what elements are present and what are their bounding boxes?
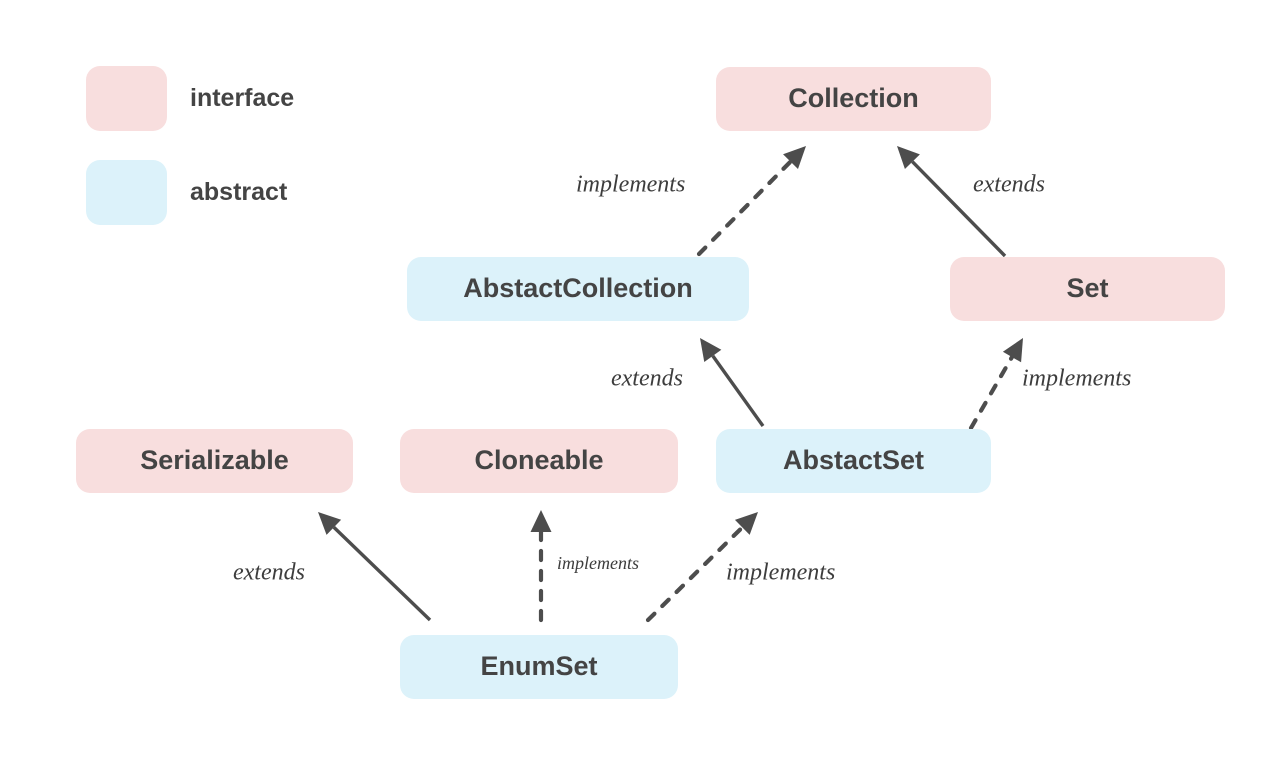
edge-implements-enumset-to-abstactset: implements <box>645 512 835 623</box>
node-box[interactable] <box>76 429 353 493</box>
edge-line <box>332 526 432 622</box>
node-cloneable[interactable]: Cloneable <box>400 429 678 493</box>
legend-swatch-abstract <box>86 160 167 225</box>
edge-implements-abstactset-to-set: implements <box>968 338 1131 431</box>
node-abstactset[interactable]: AbstactSet <box>716 429 991 493</box>
edges-layer: implements extends extends implements extend… <box>233 146 1131 623</box>
edge-line <box>696 159 793 257</box>
edge-label: implements <box>1022 366 1131 392</box>
node-collection[interactable]: Collection <box>716 67 991 131</box>
node-enumset[interactable]: EnumSet <box>400 635 678 699</box>
arrow-head-icon <box>1002 338 1023 363</box>
legend-item-abstract: abstract <box>86 160 288 225</box>
arrow-head-icon <box>318 512 342 535</box>
node-serializable[interactable]: Serializable <box>76 429 353 493</box>
node-label: AbstactSet <box>783 445 924 475</box>
edge-line <box>911 160 1007 258</box>
node-label: EnumSet <box>480 651 597 681</box>
node-box[interactable] <box>716 429 991 493</box>
node-label: AbstactCollection <box>463 273 693 303</box>
legend-item-interface: interface <box>86 66 294 131</box>
edge-extends-abstactset-to-abstactcollection: extends <box>611 338 765 427</box>
node-box[interactable] <box>400 429 678 493</box>
arrow-head-icon <box>783 146 806 170</box>
node-box[interactable] <box>407 257 749 321</box>
edge-line <box>645 525 745 623</box>
arrow-head-icon <box>530 510 552 532</box>
edge-extends-enumset-to-serializable: extends <box>233 512 432 622</box>
node-label: Set <box>1066 273 1108 303</box>
node-label: Cloneable <box>474 445 603 475</box>
node-box[interactable] <box>400 635 678 699</box>
node-label: Collection <box>788 83 919 113</box>
node-label: Serializable <box>140 445 289 475</box>
arrow-head-icon <box>897 146 920 170</box>
node-set[interactable]: Set <box>950 257 1225 321</box>
legend-layer: interface abstract <box>86 66 294 225</box>
edge-label: extends <box>611 366 683 392</box>
edge-extends-set-to-collection: extends <box>897 146 1045 258</box>
legend-swatch-interface <box>86 66 167 131</box>
edge-label: extends <box>973 172 1045 198</box>
node-abstactcollection[interactable]: AbstactCollection <box>407 257 749 321</box>
arrow-head-icon <box>700 338 722 363</box>
legend-label-interface: interface <box>190 84 294 112</box>
node-box[interactable] <box>716 67 991 131</box>
legend-label-abstract: abstract <box>190 178 288 206</box>
edge-label: extends <box>233 560 305 586</box>
arrow-head-icon <box>734 512 758 535</box>
edge-label: implements <box>726 560 835 586</box>
node-box[interactable] <box>950 257 1225 321</box>
edge-label: implements <box>557 553 639 573</box>
edge-label: implements <box>576 172 685 198</box>
edge-line <box>711 354 765 427</box>
edge-implements-enumset-to-cloneable: implements <box>530 510 639 623</box>
edge-line <box>968 354 1015 431</box>
edge-implements-abstactcollection-to-collection: implements <box>576 146 806 257</box>
